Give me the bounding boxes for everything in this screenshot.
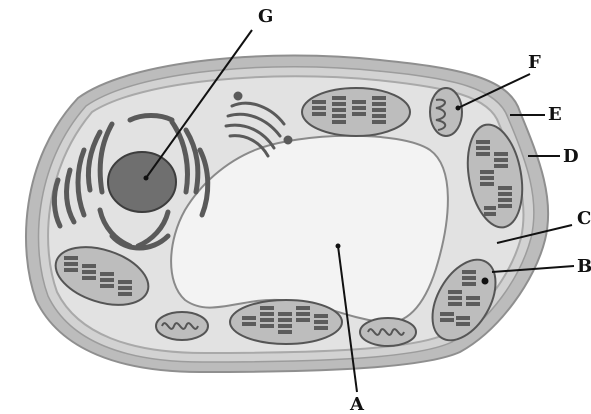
label-d: D — [563, 146, 579, 167]
mitochondrion-bottom-center — [360, 318, 416, 346]
label-e: E — [548, 104, 562, 125]
nucleus — [108, 152, 176, 212]
chloroplast-top — [302, 88, 410, 136]
chloroplast-bottom — [230, 300, 342, 344]
mitochondrion-bottom-left — [156, 312, 208, 340]
label-f: F — [528, 52, 541, 73]
label-a: A — [349, 394, 365, 414]
label-c: C — [577, 208, 591, 229]
mitochondrion-upper-right — [430, 88, 462, 136]
label-g: G — [258, 6, 273, 27]
label-b: B — [577, 256, 591, 277]
